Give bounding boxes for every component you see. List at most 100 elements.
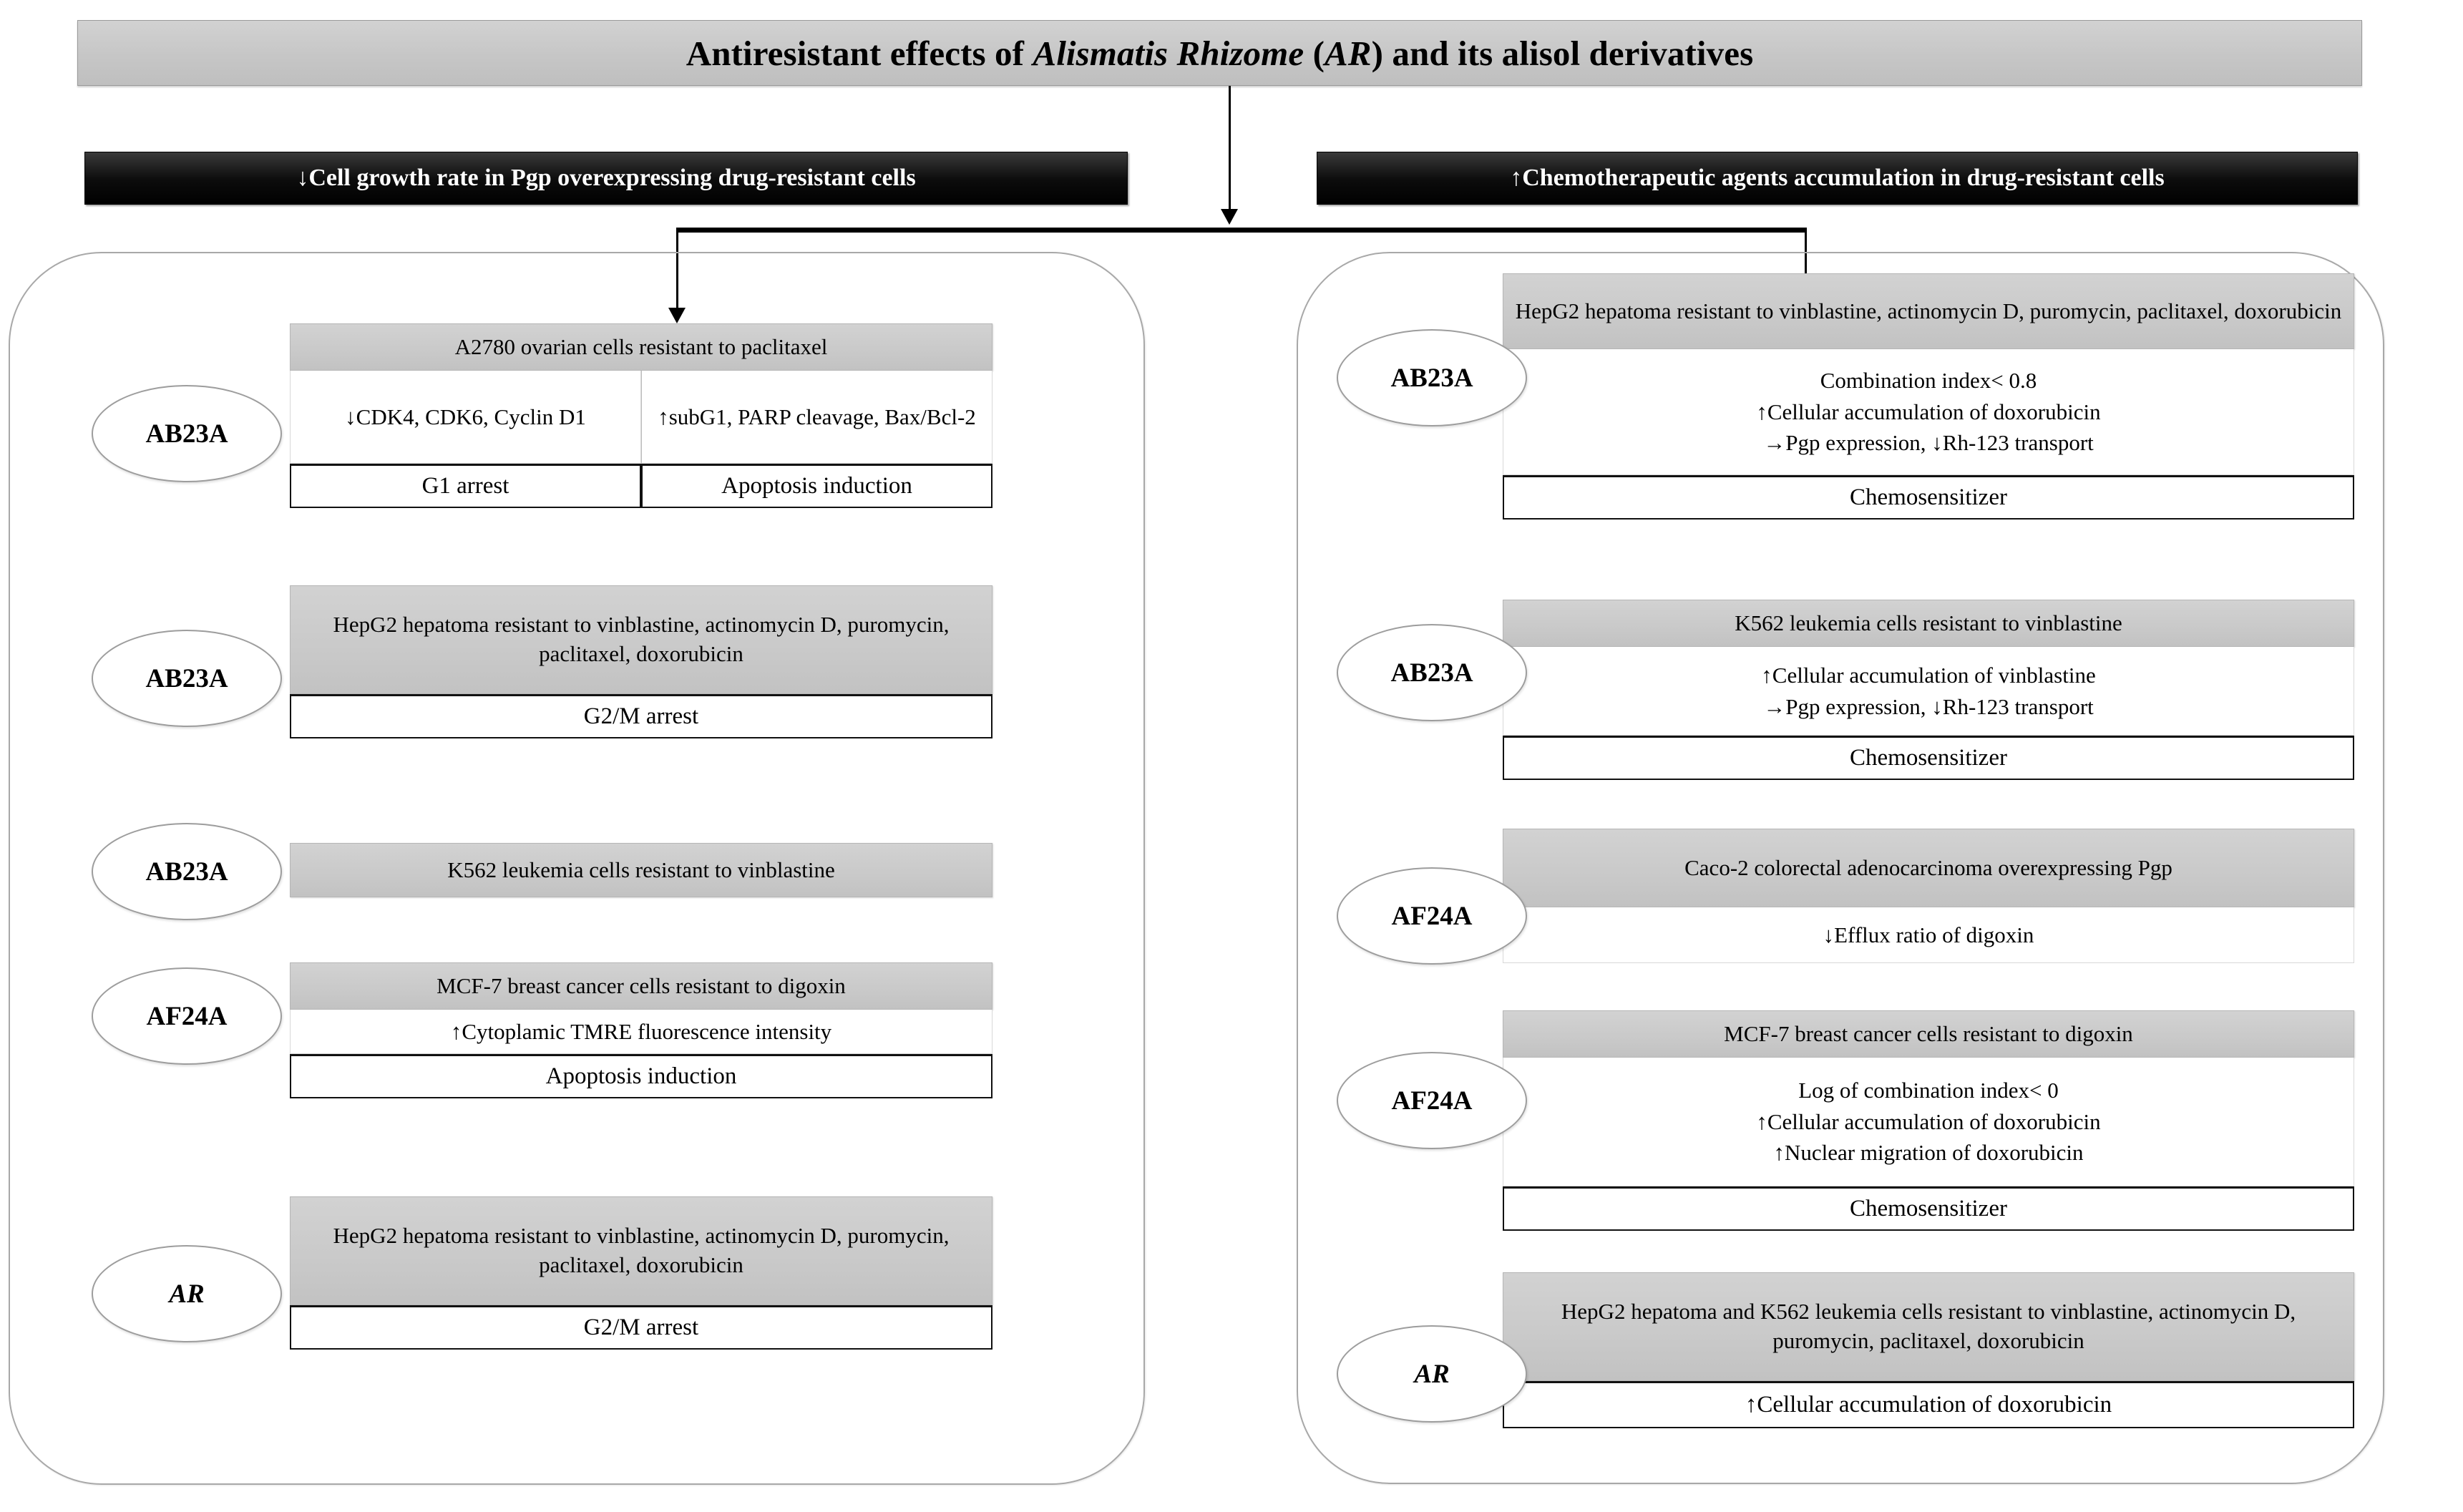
agent-label: AB23A [1390,658,1473,688]
panel-cell-growth [9,252,1145,1485]
study-header-label: K562 leukemia cells resistant to vinblas… [1735,610,2122,635]
finding-cell-left: ↓CDK4, CDK6, Cyclin D1 [290,371,641,464]
study-header-label: HepG2 hepatoma resistant to vinblastine,… [1515,298,2342,323]
study-outcome-hepg2-right: Chemosensitizer [1503,475,2354,520]
outcome-label: Chemosensitizer [1850,484,2007,510]
banner-cell-growth-rate: ↓Cell growth rate in Pgp overexpressing … [84,152,1128,205]
study-header-mcf7-left: MCF-7 breast cancer cells resistant to d… [290,962,992,1010]
finding-label: ↑Cellular accumulation of vinblastine [1761,663,2096,688]
study-block-k562-left: K562 leukemia cells resistant to vinblas… [290,843,992,897]
agent-label: AR [1414,1359,1450,1389]
connector-trunk-arrowhead-icon [1221,209,1238,225]
finding-label: →Pgp expression, ↓Rh-123 transport [1763,430,2094,456]
study-outcome-ar-hepg2-left: G2/M arrest [290,1305,992,1350]
study-header-ar-right: HepG2 hepatoma and K562 leukemia cells r… [1503,1272,2354,1381]
study-findings-a2780: ↓CDK4, CDK6, Cyclin D1 ↑subG1, PARP clea… [290,371,992,464]
finding-label: →Pgp expression, ↓Rh-123 transport [1763,693,2094,719]
study-outcome-hepg2-left: G2/M arrest [290,694,992,738]
agent-label: AB23A [145,419,228,449]
agent-ellipse-ab23a-hepg2-right[interactable]: AB23A [1337,329,1527,426]
study-finding-ar-right: ↑Cellular accumulation of doxorubicin [1503,1381,2354,1428]
study-header-mcf7-right: MCF-7 breast cancer cells resistant to d… [1503,1010,2354,1058]
page-title: Antiresistant effects of Alismatis Rhizo… [686,33,1754,73]
outcome-cell-left: G1 arrest [290,464,641,508]
finding-label: ↑subG1, PARP cleavage, Bax/Bcl-2 [658,404,976,429]
outcome-label: Chemosensitizer [1850,1196,2007,1221]
outcome-label: G2/M arrest [583,703,699,729]
study-block-mcf7-right: MCF-7 breast cancer cells resistant to d… [1503,1010,2354,1231]
study-header-caco2: Caco-2 colorectal adenocarcinoma overexp… [1503,829,2354,907]
study-header-k562-right: K562 leukemia cells resistant to vinblas… [1503,600,2354,647]
study-outcomes-a2780: G1 arrest Apoptosis induction [290,464,992,508]
agent-ellipse-ab23a-k562-right[interactable]: AB23A [1337,624,1527,721]
study-header-label: A2780 ovarian cells resistant to paclita… [454,333,828,359]
study-finding-mcf7-left: ↑Cytoplamic TMRE fluorescence intensity [290,1010,992,1054]
connector-trunk-line [1229,86,1231,213]
agent-ellipse-ab23a-a2780[interactable]: AB23A [92,385,282,482]
finding-label: Log of combination index< 0 [1798,1078,2059,1103]
study-block-hepg2-left: HepG2 hepatoma resistant to vinblastine,… [290,585,992,738]
connector-branch-left-arrowhead-icon [668,308,686,323]
agent-ellipse-ab23a-hepg2[interactable]: AB23A [92,630,282,727]
finding-label: ↓CDK4, CDK6, Cyclin D1 [345,404,586,429]
study-finding-caco2: ↓Efflux ratio of digoxin [1503,907,2354,963]
study-header-k562-left: K562 leukemia cells resistant to vinblas… [290,843,992,897]
study-block-ar-hepg2-left: HepG2 hepatoma resistant to vinblastine,… [290,1196,992,1350]
agent-ellipse-ab23a-k562[interactable]: AB23A [92,823,282,920]
study-header-label: K562 leukemia cells resistant to vinblas… [447,857,835,882]
study-header-label: Caco-2 colorectal adenocarcinoma overexp… [1684,854,2172,880]
agent-ellipse-af24a-mcf7[interactable]: AF24A [92,967,282,1065]
study-block-mcf7-left: MCF-7 breast cancer cells resistant to d… [290,962,992,1098]
outcome-label: G1 arrest [421,473,509,499]
agent-label: AF24A [146,1001,228,1031]
panel-drug-accumulation [1297,252,2384,1484]
study-header-hepg2-right: HepG2 hepatoma resistant to vinblastine,… [1503,273,2354,349]
banner-left-label: ↓Cell growth rate in Pgp overexpressing … [296,165,916,191]
finding-label: ↑Cellular accumulation of doxorubicin [1756,1108,2101,1134]
study-outcome-mcf7-left: Apoptosis induction [290,1054,992,1098]
agent-ellipse-af24a-caco2[interactable]: AF24A [1337,867,1527,965]
outcome-label: Chemosensitizer [1850,745,2007,771]
agent-ellipse-ar-right[interactable]: AR [1337,1325,1527,1423]
study-header-label: HepG2 hepatoma resistant to vinblastine,… [333,1223,950,1277]
study-findings-k562-right: ↑Cellular accumulation of vinblastine →P… [1503,647,2354,736]
connector-branch-left-line [676,228,678,312]
study-block-k562-right: K562 leukemia cells resistant to vinblas… [1503,600,2354,780]
study-outcome-mcf7-right: Chemosensitizer [1503,1186,2354,1231]
agent-label: AR [169,1279,205,1309]
banner-right-label: ↑Chemotherapeutic agents accumulation in… [1510,165,2165,191]
finding-label: ↑Cellular accumulation of doxorubicin [1756,399,2101,424]
finding-label: ↑Cytoplamic TMRE fluorescence intensity [450,1018,832,1044]
study-block-ar-right: HepG2 hepatoma and K562 leukemia cells r… [1503,1272,2354,1428]
study-header-label: MCF-7 breast cancer cells resistant to d… [1724,1020,2133,1046]
study-block-caco2: Caco-2 colorectal adenocarcinoma overexp… [1503,829,2354,963]
connector-branch-right-line [1805,228,1807,312]
finding-label: ↓Efflux ratio of digoxin [1823,922,2034,947]
agent-label: AB23A [145,663,228,693]
agent-ellipse-ar-hepg2[interactable]: AR [92,1245,282,1342]
study-header-label: HepG2 hepatoma resistant to vinblastine,… [333,612,950,666]
study-findings-mcf7-right: Log of combination index< 0 ↑Cellular ac… [1503,1058,2354,1186]
agent-label: AF24A [1391,901,1473,931]
diagram-title-box: Antiresistant effects of Alismatis Rhizo… [77,20,2362,86]
study-header-label: HepG2 hepatoma and K562 leukemia cells r… [1561,1299,2296,1353]
agent-label: AF24A [1391,1086,1473,1116]
agent-label: AB23A [145,857,228,887]
agent-ellipse-af24a-mcf7-right[interactable]: AF24A [1337,1052,1527,1149]
agent-label: AB23A [1390,363,1473,393]
banner-chemo-accumulation: ↑Chemotherapeutic agents accumulation in… [1317,152,2358,205]
finding-label: ↑Cellular accumulation of doxorubicin [1745,1392,2112,1418]
connector-cross-bar [676,228,1807,233]
study-header-a2780: A2780 ovarian cells resistant to paclita… [290,323,992,371]
outcome-label: Apoptosis induction [545,1063,737,1089]
study-block-hepg2-right: HepG2 hepatoma resistant to vinblastine,… [1503,273,2354,520]
outcome-cell-right: Apoptosis induction [641,464,992,508]
study-block-a2780: A2780 ovarian cells resistant to paclita… [290,323,992,508]
study-header-hepg2-left: HepG2 hepatoma resistant to vinblastine,… [290,585,992,694]
outcome-label: Apoptosis induction [721,473,912,499]
finding-cell-right: ↑subG1, PARP cleavage, Bax/Bcl-2 [641,371,992,464]
study-findings-hepg2-right: Combination index< 0.8 ↑Cellular accumul… [1503,349,2354,475]
study-outcome-k562-right: Chemosensitizer [1503,736,2354,780]
outcome-label: G2/M arrest [583,1315,699,1340]
study-header-label: MCF-7 breast cancer cells resistant to d… [436,972,846,998]
